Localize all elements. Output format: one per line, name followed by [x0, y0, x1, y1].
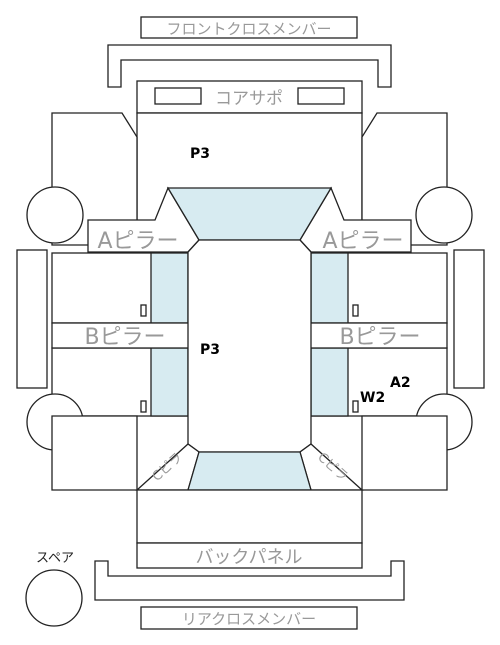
front-bumper — [107, 44, 392, 88]
right-a-pillar-label: Aピラー — [322, 229, 403, 254]
rear-window[interactable] — [187, 451, 312, 491]
right-headlight — [297, 87, 345, 105]
right-side-sill[interactable] — [453, 249, 485, 389]
roof-damage-mark: P3 — [200, 342, 220, 358]
right-b-pillar-label: Bピラー — [339, 325, 420, 350]
rear-cross-member-label: リアクロスメンバー — [182, 610, 316, 628]
right-rear-door-handle — [352, 400, 359, 413]
hood-damage-mark: P3 — [190, 146, 210, 162]
spare-tire[interactable] — [25, 569, 83, 627]
right-b-pillar[interactable] — [309, 322, 448, 349]
left-front-door-handle — [140, 304, 147, 317]
trunk-lid[interactable] — [136, 489, 363, 544]
left-b-pillar[interactable] — [51, 322, 191, 349]
back-panel-label: バックパネル — [195, 547, 302, 568]
left-b-pillar-label: Bピラー — [84, 325, 165, 350]
left-rear-window[interactable] — [150, 347, 189, 417]
left-side-sill[interactable] — [16, 249, 48, 389]
left-headlight — [154, 87, 202, 105]
right-front-window[interactable] — [310, 252, 349, 324]
left-a-pillar-label: Aピラー — [97, 229, 178, 254]
right-rear-quarter[interactable] — [361, 415, 448, 491]
front-cross-member-box — [140, 16, 358, 39]
left-rear-door-handle — [140, 400, 147, 413]
back-panel-box[interactable] — [136, 542, 363, 569]
rear-cross-member-box — [140, 606, 358, 630]
right-rear-window[interactable] — [310, 347, 349, 417]
spare-label: スペア — [36, 551, 74, 566]
left-rear-quarter[interactable] — [51, 415, 138, 491]
left-front-window[interactable] — [150, 252, 189, 324]
right-front-door-handle — [352, 304, 359, 317]
front-left-wheel[interactable] — [26, 186, 84, 244]
right-rear-door-w-mark: W2 — [360, 390, 385, 406]
front-right-wheel[interactable] — [415, 186, 473, 244]
front-cross-member-label: フロントクロスメンバー — [166, 20, 331, 38]
right-rear-door-a-mark: A2 — [390, 375, 411, 391]
rear-bumper — [94, 560, 405, 601]
core-support-label: コアサポ — [215, 89, 283, 109]
